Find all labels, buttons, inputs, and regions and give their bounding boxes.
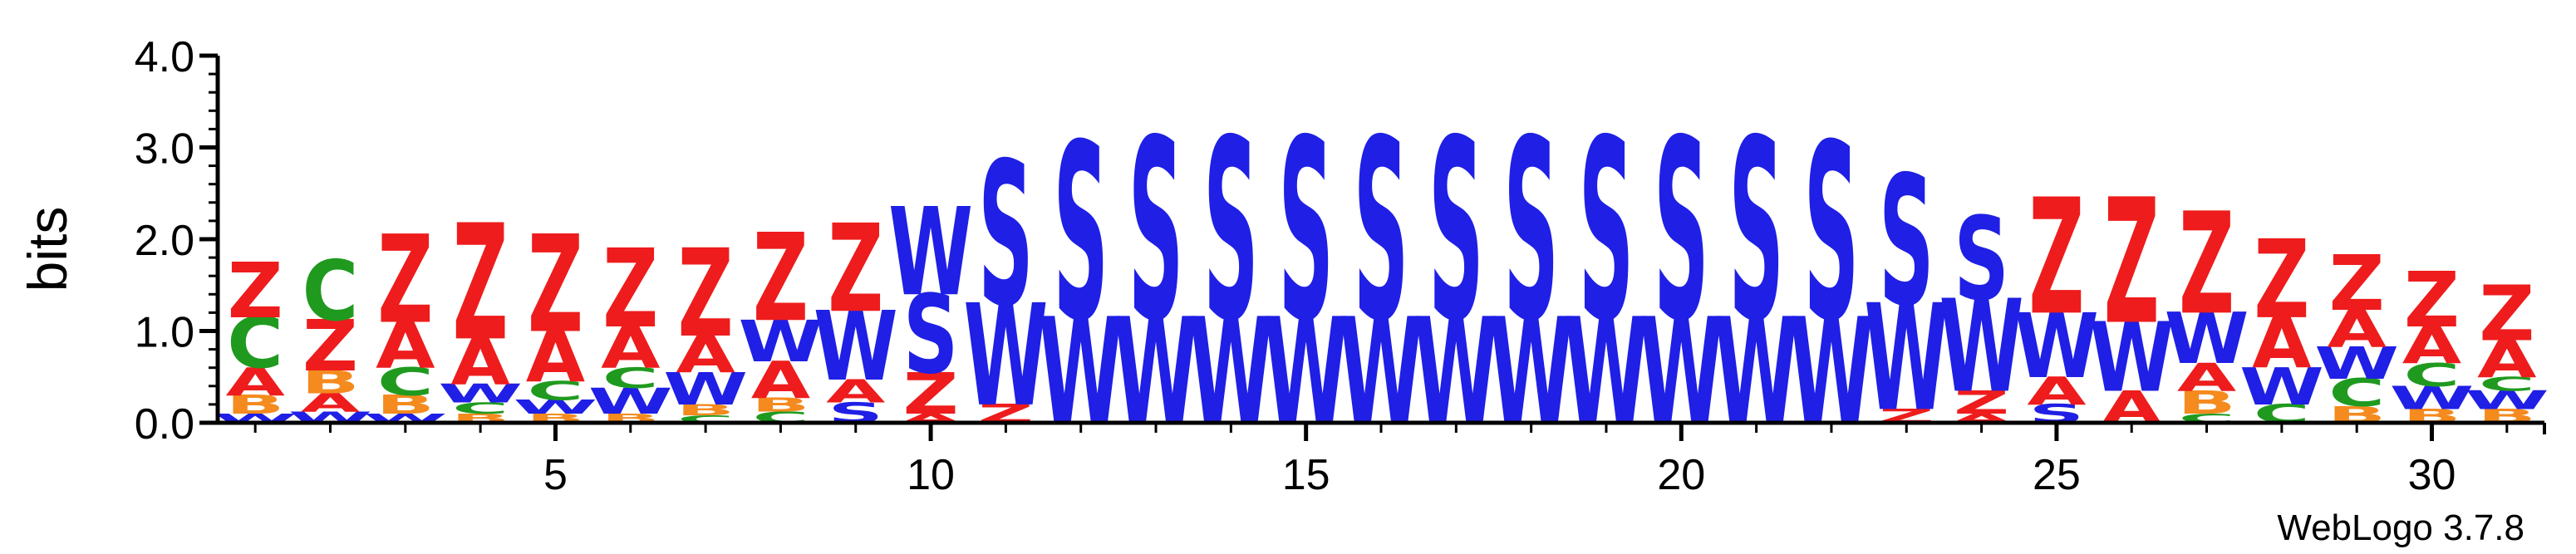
logo-letter-s: S xyxy=(1203,87,1258,377)
logo-letter-a: A xyxy=(2477,330,2537,389)
logo-letter-c: C xyxy=(452,400,509,418)
logo-letter-w: W xyxy=(888,182,973,323)
x-tick-label: 20 xyxy=(1657,451,1705,499)
logo-letter-b: B xyxy=(226,390,284,420)
logo-letter-s: S xyxy=(1278,87,1333,377)
logo-letter-s: S xyxy=(1728,87,1783,377)
logo-letter-b: B xyxy=(301,364,359,401)
logo-letter-z: Z xyxy=(1954,384,2009,421)
logo-letter-w: W xyxy=(588,380,673,422)
logo-letter-w: W xyxy=(2465,385,2549,415)
logo-letter-c: C xyxy=(302,243,359,340)
x-tick-label: 30 xyxy=(2408,451,2456,499)
logo-letter-z: Z xyxy=(528,207,583,363)
logo-letter-c: C xyxy=(377,360,434,405)
logo-letter-z: Z xyxy=(2104,162,2160,363)
logo-letter-w: W xyxy=(2014,294,2099,399)
y-axis-title: bits xyxy=(17,207,78,292)
y-tick-label: 2.0 xyxy=(135,217,194,265)
logo-letter-a: A xyxy=(2402,316,2462,375)
logo-letter-c: C xyxy=(602,362,659,395)
logo-letter-s: S xyxy=(1579,87,1634,377)
logo-letter-c: C xyxy=(528,376,584,406)
logo-letter-z: Z xyxy=(678,223,734,365)
logo-letter-s: S xyxy=(1053,93,1108,375)
logo-letter-z: Z xyxy=(828,199,883,340)
logo-letter-s: S xyxy=(903,272,958,398)
logo-letter-s: S xyxy=(1428,87,1483,377)
logo-letter-w: W xyxy=(438,380,523,409)
logo-letter-a: A xyxy=(601,315,660,381)
logo-letter-w: W xyxy=(739,308,823,375)
x-tick-label: 10 xyxy=(907,451,955,499)
y-tick-label: 3.0 xyxy=(135,125,194,174)
logo-letter-a: A xyxy=(376,309,435,384)
logo-letter-b: B xyxy=(676,401,735,419)
logo-letter-z: Z xyxy=(228,246,283,336)
logo-letter-s: S xyxy=(978,120,1033,351)
logo-letter-a: A xyxy=(301,389,360,419)
logo-letter-w: W xyxy=(963,276,1048,439)
x-tick-label: 15 xyxy=(1282,451,1330,499)
logo-letter-b: B xyxy=(751,395,809,417)
logo-letter-c: C xyxy=(2328,371,2385,416)
logo-letter-z: Z xyxy=(377,209,433,351)
logo-letter-z: Z xyxy=(453,190,509,376)
logo-letter-s: S xyxy=(1128,87,1183,377)
logo-letter-s: S xyxy=(1804,93,1859,375)
y-tick-label: 1.0 xyxy=(135,309,194,357)
logo-letter-z: Z xyxy=(2479,269,2534,359)
logo-letter-z: Z xyxy=(2179,184,2234,346)
logo-letter-z: Z xyxy=(302,306,358,387)
logo-letter-s: S xyxy=(1503,87,1558,377)
logo-letter-w: W xyxy=(2314,337,2399,390)
logo-letter-a: A xyxy=(2252,302,2311,384)
logo-letter-a: A xyxy=(2177,355,2237,400)
credit-label: WebLogo 3.7.8 xyxy=(2277,507,2524,548)
logo-letter-a: A xyxy=(826,373,886,410)
logo-letter-a: A xyxy=(751,351,811,410)
logo-letter-a: A xyxy=(2027,370,2087,414)
y-axis: 0.0 1.0 2.0 3.0 4.0 xyxy=(135,33,220,449)
logo-letter-w: W xyxy=(814,291,898,403)
logo-letter-c: C xyxy=(227,302,283,384)
logo-letter-s: S xyxy=(1879,139,1934,346)
logo-letter-a: A xyxy=(2327,300,2387,359)
logo-letter-z: Z xyxy=(753,208,809,349)
logo-letter-w: W xyxy=(663,363,748,415)
logo-letter-b: B xyxy=(2177,384,2235,421)
logo-letter-s: S xyxy=(1354,87,1408,377)
logo-letter-s: S xyxy=(1954,193,2008,326)
logo-letter-b: B xyxy=(376,390,435,420)
x-tick-label: 5 xyxy=(543,451,568,499)
logo-letter-a: A xyxy=(526,316,585,398)
logo-letter-z: Z xyxy=(903,360,959,427)
logo-letter-z: Z xyxy=(2329,238,2385,328)
logo-letter-w: W xyxy=(2165,298,2249,380)
logo-letter-z: Z xyxy=(602,226,658,352)
logo-letter-w: W xyxy=(1864,274,1949,445)
x-tick-label: 25 xyxy=(2033,451,2081,499)
logo-letter-z: Z xyxy=(2254,217,2309,343)
y-tick-label: 0.0 xyxy=(135,400,194,449)
logo-letter-w: W xyxy=(2089,302,2174,414)
x-axis: 5 10 15 20 25 30 xyxy=(216,420,2546,499)
logo-letter-s: S xyxy=(1654,87,1708,377)
y-tick-label: 4.0 xyxy=(135,33,194,81)
logo-letter-w: W xyxy=(2390,380,2475,417)
logo-letter-a: A xyxy=(450,326,510,400)
logo-letter-w: W xyxy=(2239,358,2324,417)
logo-letter-z: Z xyxy=(2028,164,2084,351)
logo-letter-a: A xyxy=(676,326,735,385)
logo-letter-w: W xyxy=(1939,272,2024,420)
logo-letter-a: A xyxy=(225,360,285,405)
logo-letter-z: Z xyxy=(2404,255,2460,345)
logo-letter-c: C xyxy=(2479,373,2535,395)
letter-stacks: WBACZWABZCWBCAZBCWAZBWCAZBWCAZCBWAZCBAWZ… xyxy=(213,87,2549,458)
logo-letter-w: W xyxy=(514,396,598,419)
logo-letter-c: C xyxy=(2404,356,2460,394)
